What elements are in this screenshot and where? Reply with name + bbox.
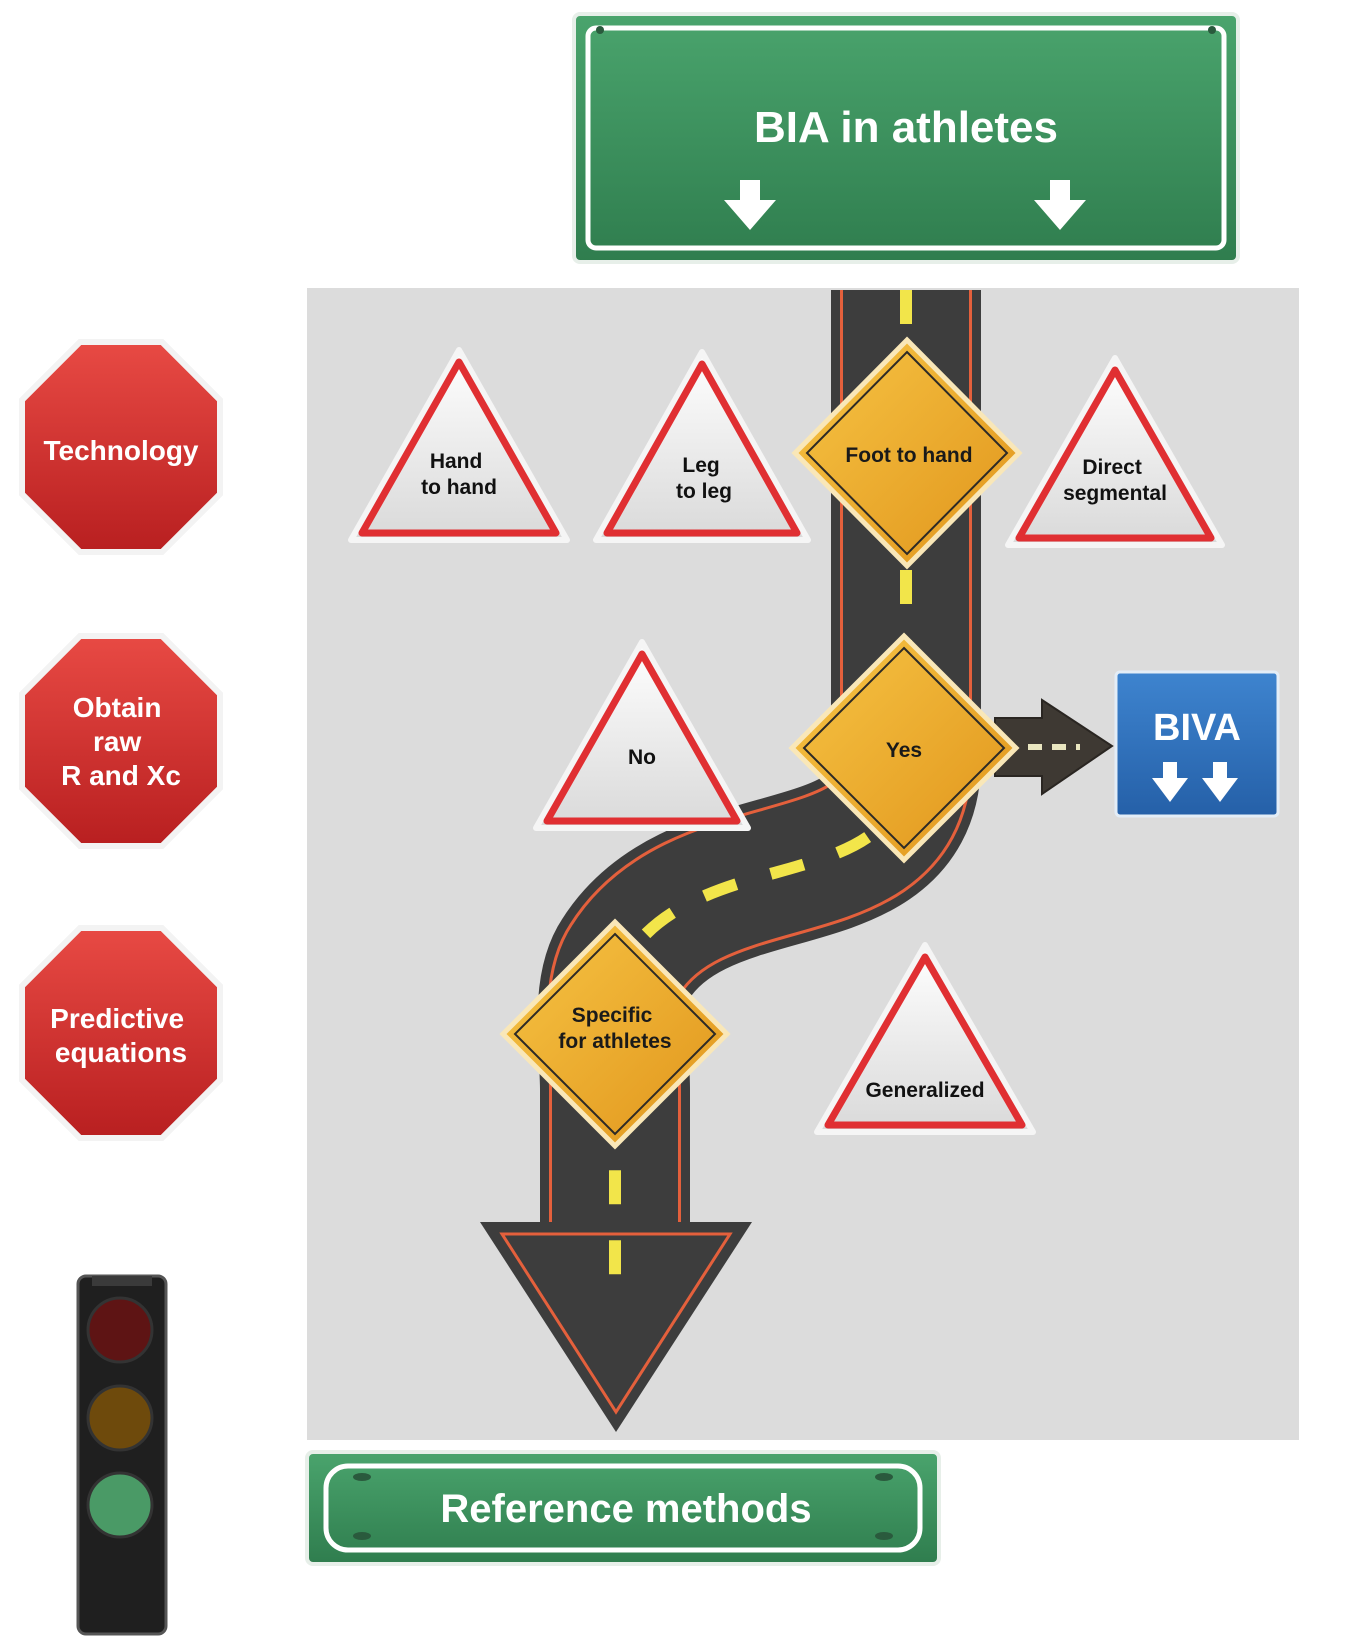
step-predictive-equations: Predictive equations (22, 928, 220, 1138)
traffic-light (78, 1276, 166, 1634)
footer-sign: Reference methods (307, 1452, 939, 1564)
svg-text:No: No (628, 746, 656, 769)
biva-label: BIVA (1153, 707, 1241, 749)
red-light-icon (88, 1298, 152, 1362)
biva-sign: BIVA (1116, 672, 1278, 816)
yellow-light-icon (88, 1386, 152, 1450)
step-technology: Technology (22, 342, 220, 552)
svg-text:Generalized: Generalized (865, 1079, 984, 1102)
green-light-icon (88, 1473, 152, 1537)
step-obtain-raw: Obtain raw R and Xc (22, 636, 220, 846)
svg-text:Yes: Yes (886, 739, 922, 762)
svg-text:Foot to hand: Foot to hand (845, 444, 972, 467)
header-title: BIA in athletes (754, 103, 1058, 152)
header-sign: BIA in athletes (574, 14, 1238, 262)
step-label: Technology (43, 435, 198, 466)
footer-label: Reference methods (440, 1487, 811, 1531)
